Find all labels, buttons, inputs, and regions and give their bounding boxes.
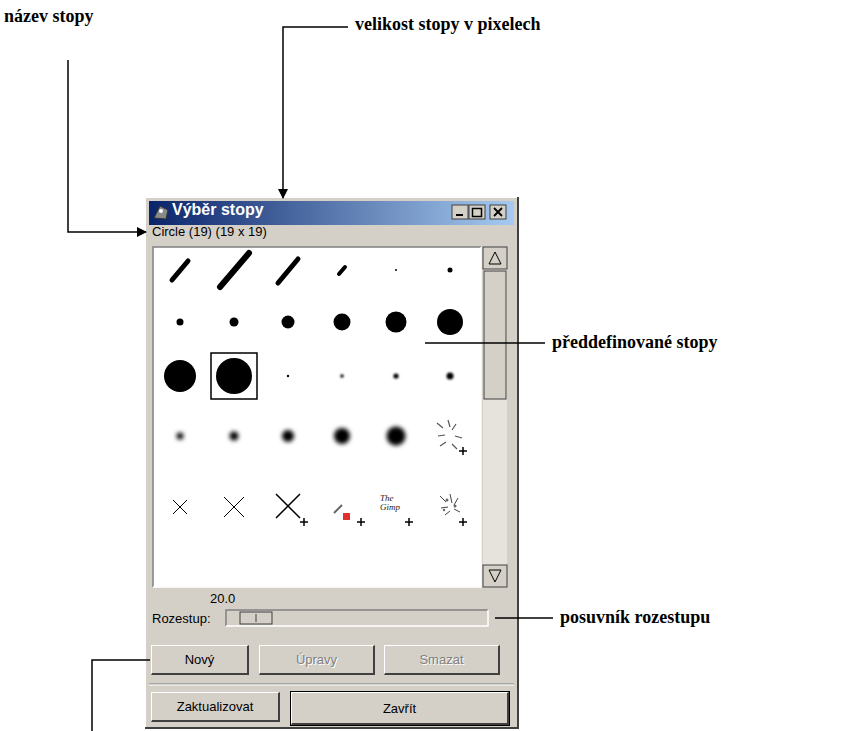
dialog-button: Zaktualizovat <box>151 692 280 722</box>
button-label: Zavřít <box>383 701 416 716</box>
button-label: Zaktualizovat <box>177 699 254 714</box>
dialog-window: Výběr stopyNový Úpravy SmazatZaktualizovat… <box>145 197 518 728</box>
window-title: Výběr stopy <box>172 201 264 219</box>
brush-name: Circle (19) (19 x 19) <box>152 224 267 239</box>
callout-label: posuvník rozestupu <box>560 607 710 628</box>
button-label: Smazat <box>419 652 463 667</box>
field-label: Rozestup: <box>152 611 211 626</box>
button-label: Úpravy <box>296 652 337 667</box>
button-label: Nový <box>185 652 215 667</box>
dialog-button: Úpravy <box>259 645 375 675</box>
callout-label: velikost stopy v pixelech <box>355 14 541 35</box>
brush-text: The Gimp <box>380 494 410 512</box>
callout-label: předdefinované stopy <box>552 332 718 353</box>
dialog-button: Nový <box>151 645 249 675</box>
dialog-button: Zavřít <box>291 692 509 725</box>
spacing-value: 20.0 <box>210 591 235 606</box>
dialog-button: Smazat <box>384 645 500 675</box>
callout-label: název stopy <box>4 6 94 27</box>
